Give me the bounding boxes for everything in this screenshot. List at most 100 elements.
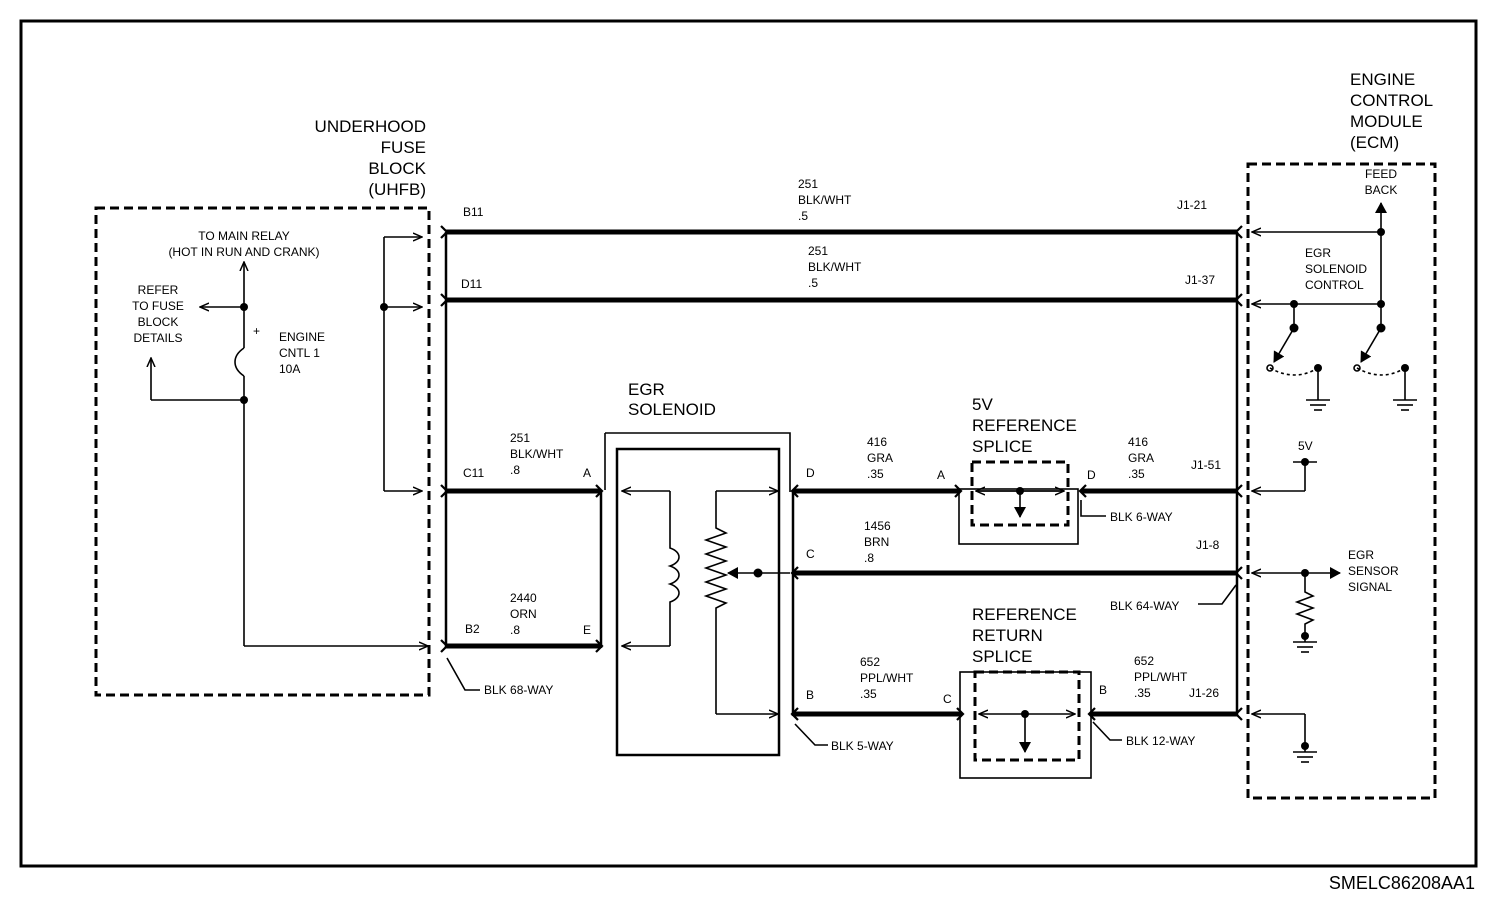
pin-labels: B11 D11 C11 B2 J1-21 J1-37 J1-51 J1-8 J1… (461, 198, 1221, 706)
svg-text:.5: .5 (808, 276, 818, 290)
connector-marks (440, 225, 1243, 721)
svg-text:EGR: EGR (1348, 548, 1374, 562)
svg-text:BLK/WHT: BLK/WHT (798, 193, 852, 207)
svg-text:DETAILS: DETAILS (133, 331, 182, 345)
fuse-plus: + (253, 324, 260, 338)
svg-text:UNDERHOOD: UNDERHOOD (315, 117, 426, 136)
wire-label-top1: 251 BLK/WHT .5 (798, 177, 852, 223)
svg-text:TO MAIN RELAY: TO MAIN RELAY (198, 229, 290, 243)
svg-text:1456: 1456 (864, 519, 891, 533)
svg-text:C11: C11 (463, 466, 484, 480)
svg-text:REFER: REFER (138, 283, 179, 297)
svg-text:10A: 10A (279, 362, 300, 376)
ecm-5v-label: 5V (1298, 439, 1313, 453)
svg-text:J1-21: J1-21 (1177, 198, 1207, 212)
svg-text:.5: .5 (798, 209, 808, 223)
egr-solenoid-body (604, 432, 791, 757)
svg-text:BLK 64-WAY: BLK 64-WAY (1110, 599, 1179, 613)
svg-text:C: C (943, 692, 952, 706)
uhfb-internal-circuit (151, 237, 428, 646)
svg-text:251: 251 (510, 431, 530, 445)
harness-wires (444, 229, 1239, 717)
svg-text:E: E (583, 623, 591, 637)
svg-text:RETURN: RETURN (972, 626, 1043, 645)
svg-text:416: 416 (1128, 435, 1148, 449)
wire-label-1456: 1456 BRN .8 (864, 519, 891, 565)
svg-text:BLK 5-WAY: BLK 5-WAY (831, 739, 894, 753)
wire-label-652a: 652 PPL/WHT .35 (860, 655, 914, 701)
svg-text:SPLICE: SPLICE (972, 647, 1032, 666)
wire-label-b2: 2440 ORN .8 (510, 591, 537, 637)
svg-text:ENGINE: ENGINE (279, 330, 325, 344)
svg-text:GRA: GRA (1128, 451, 1154, 465)
svg-text:SENSOR: SENSOR (1348, 564, 1399, 578)
svg-text:251: 251 (808, 244, 828, 258)
svg-text:BLK 6-WAY: BLK 6-WAY (1110, 510, 1173, 524)
wire-labels: 251 BLK/WHT .5 251 BLK/WHT .5 251 BLK/WH… (510, 177, 1188, 701)
svg-text:TO FUSE: TO FUSE (132, 299, 184, 313)
svg-text:PPL/WHT: PPL/WHT (1134, 670, 1188, 684)
svg-text:BLOCK: BLOCK (368, 159, 426, 178)
svg-text:BLOCK: BLOCK (138, 315, 179, 329)
svg-text:B11: B11 (463, 205, 484, 219)
ref-5v-splice-title: 5V REFERENCE SPLICE (972, 395, 1077, 456)
wire-label-416b: 416 GRA .35 (1128, 435, 1154, 481)
ecm-internal-circuit (1252, 202, 1417, 763)
svg-text:SIGNAL: SIGNAL (1348, 580, 1392, 594)
svg-text:EGR: EGR (1305, 246, 1331, 260)
svg-text:MODULE: MODULE (1350, 112, 1423, 131)
ecm-egr-control-label: EGR SOLENOID CONTROL (1305, 246, 1367, 292)
svg-text:EGR: EGR (628, 380, 665, 399)
svg-text:A: A (937, 468, 945, 482)
uhfb-main-relay-label: TO MAIN RELAY (HOT IN RUN AND CRANK) (168, 229, 319, 259)
uhfb-title: UNDERHOOD FUSE BLOCK (UHFB) (315, 117, 427, 199)
svg-text:PPL/WHT: PPL/WHT (860, 671, 914, 685)
diagram-id: SMELC86208AA1 (1329, 873, 1475, 893)
svg-text:.35: .35 (860, 687, 877, 701)
svg-text:SOLENOID: SOLENOID (628, 400, 716, 419)
svg-text:REFERENCE: REFERENCE (972, 416, 1077, 435)
svg-text:J1-26: J1-26 (1189, 686, 1219, 700)
svg-text:BLK/WHT: BLK/WHT (808, 260, 862, 274)
uhfb-box (94, 206, 431, 697)
svg-text:(ECM): (ECM) (1350, 133, 1399, 152)
svg-text:REFERENCE: REFERENCE (972, 605, 1077, 624)
diagram-border (19, 19, 1478, 868)
svg-text:FEED: FEED (1365, 167, 1397, 181)
svg-text:D: D (806, 466, 815, 480)
svg-text:CNTL 1: CNTL 1 (279, 346, 320, 360)
svg-text:2440: 2440 (510, 591, 537, 605)
ecm-egr-sensor-label: EGR SENSOR SIGNAL (1348, 548, 1399, 594)
svg-text:A: A (583, 466, 591, 480)
wire-label-c11: 251 BLK/WHT .8 (510, 431, 564, 477)
fuse-label: ENGINE CNTL 1 10A (279, 330, 325, 376)
egr-solenoid-title: EGR SOLENOID (628, 380, 716, 419)
svg-text:D: D (1087, 468, 1096, 482)
svg-text:CONTROL: CONTROL (1305, 278, 1364, 292)
ref-return-splice-body (959, 670, 1092, 779)
svg-text:(HOT IN RUN AND CRANK): (HOT IN RUN AND CRANK) (168, 245, 319, 259)
svg-text:SPLICE: SPLICE (972, 437, 1032, 456)
svg-text:BLK 68-WAY: BLK 68-WAY (484, 683, 553, 697)
uhfb-refer-label: REFER TO FUSE BLOCK DETAILS (132, 283, 184, 345)
svg-text:BRN: BRN (864, 535, 889, 549)
svg-text:.35: .35 (1134, 686, 1151, 700)
ecm-feedback-label: FEED BACK (1365, 167, 1398, 197)
wire-label-652b: 652 PPL/WHT .35 (1134, 654, 1188, 700)
svg-text:251: 251 (798, 177, 818, 191)
svg-text:.35: .35 (867, 467, 884, 481)
svg-text:(UHFB): (UHFB) (368, 180, 426, 199)
svg-text:BACK: BACK (1365, 183, 1398, 197)
svg-text:B: B (1099, 683, 1107, 697)
connector-callouts: BLK 68-WAY BLK 5-WAY BLK 6-WAY BLK 12-WA… (446, 500, 1237, 753)
svg-text:.8: .8 (510, 463, 520, 477)
svg-text:J1-51: J1-51 (1191, 458, 1221, 472)
svg-text:BLK/WHT: BLK/WHT (510, 447, 564, 461)
svg-text:CONTROL: CONTROL (1350, 91, 1433, 110)
svg-text:ORN: ORN (510, 607, 537, 621)
svg-text:B2: B2 (465, 622, 480, 636)
svg-text:416: 416 (867, 435, 887, 449)
svg-text:J1-8: J1-8 (1196, 538, 1220, 552)
svg-text:5V: 5V (972, 395, 993, 414)
